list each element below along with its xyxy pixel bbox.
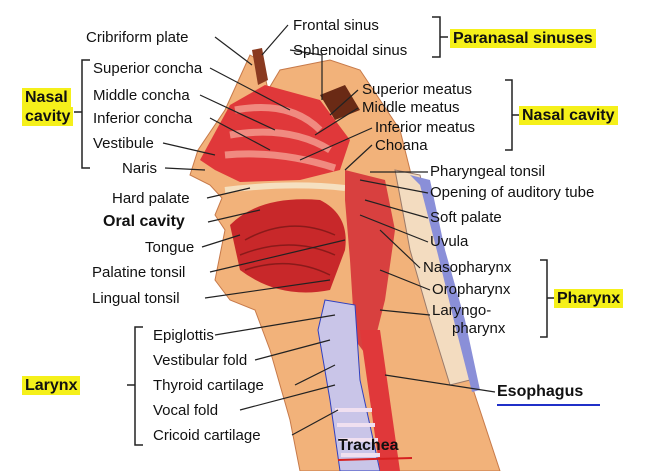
group-label-nasal-cavity-left-1: Nasal [22, 88, 71, 107]
group-label-nasal-cavity-right: Nasal cavity [519, 106, 618, 125]
conchae [224, 104, 337, 172]
label-cricoid-cartilage: Cricoid cartilage [153, 427, 261, 444]
esophagus-shape [360, 330, 400, 471]
spinal-cord [410, 175, 480, 392]
label-pharyngeal-tonsil: Pharyngeal tonsil [430, 163, 546, 180]
label-oral-cavity: Oral cavity [103, 213, 185, 230]
larynx-shape [317, 299, 381, 471]
label-soft-palate: Soft palate [430, 209, 502, 226]
label-naris: Naris [122, 160, 158, 177]
label-middle-concha: Middle concha [93, 87, 190, 104]
label-middle-meatus: Middle meatus [362, 99, 460, 116]
label-choana: Choana [375, 137, 428, 154]
hard-palate-shape [224, 182, 346, 193]
label-inferior-meatus: Inferior meatus [375, 119, 476, 136]
label-inferior-concha: Inferior concha [93, 110, 193, 127]
bracket-nasal-right [505, 79, 519, 151]
label-vocal-fold: Vocal fold [153, 402, 219, 419]
trachea-underline [337, 457, 413, 461]
group-label-larynx: Larynx [22, 376, 81, 395]
bracket-larynx [134, 326, 143, 446]
tongue-texture [239, 225, 336, 276]
label-vestibular-fold: Vestibular fold [153, 352, 248, 369]
label-laryngopharynx-1: Laryngo- [432, 302, 492, 319]
label-superior-meatus: Superior meatus [362, 81, 473, 98]
label-palatine-tonsil: Palatine tonsil [92, 264, 186, 281]
bracket-nasal-left [81, 59, 90, 169]
frontal-sinus-shape [252, 48, 268, 85]
label-frontal-sinus: Frontal sinus [293, 17, 379, 34]
label-sphenoidal-sinus: Sphenoidal sinus [293, 42, 408, 59]
label-oropharynx: Oropharynx [432, 281, 511, 298]
label-vestibule: Vestibule [93, 135, 154, 152]
bracket-pharynx [540, 259, 554, 338]
label-opening-auditory-tube: Opening of auditory tube [430, 184, 595, 201]
label-cribriform-plate: Cribriform plate [86, 29, 189, 46]
label-nasopharynx: Nasopharynx [423, 259, 512, 276]
leader-lines [162, 24, 496, 436]
label-uvula: Uvula [430, 233, 469, 250]
bracket-paranasal [432, 16, 448, 58]
pharynx-shape [345, 170, 395, 360]
label-thyroid-cartilage: Thyroid cartilage [153, 377, 264, 394]
group-label-pharynx: Pharynx [554, 289, 624, 308]
label-hard-palate: Hard palate [112, 190, 190, 207]
label-trachea: Trachea [338, 437, 399, 454]
trachea-rings [335, 408, 380, 457]
label-lingual-tonsil: Lingual tonsil [92, 290, 180, 307]
label-epiglottis: Epiglottis [153, 327, 214, 344]
label-superior-concha: Superior concha [93, 60, 203, 77]
label-tongue: Tongue [145, 239, 195, 256]
label-laryngopharynx-2: pharynx [452, 320, 506, 337]
group-label-paranasal-sinuses: Paranasal sinuses [450, 29, 596, 48]
label-esophagus: Esophagus [497, 383, 584, 400]
group-label-nasal-cavity-left-2: cavity [22, 107, 74, 126]
sphenoidal-sinus-shape [320, 85, 360, 120]
